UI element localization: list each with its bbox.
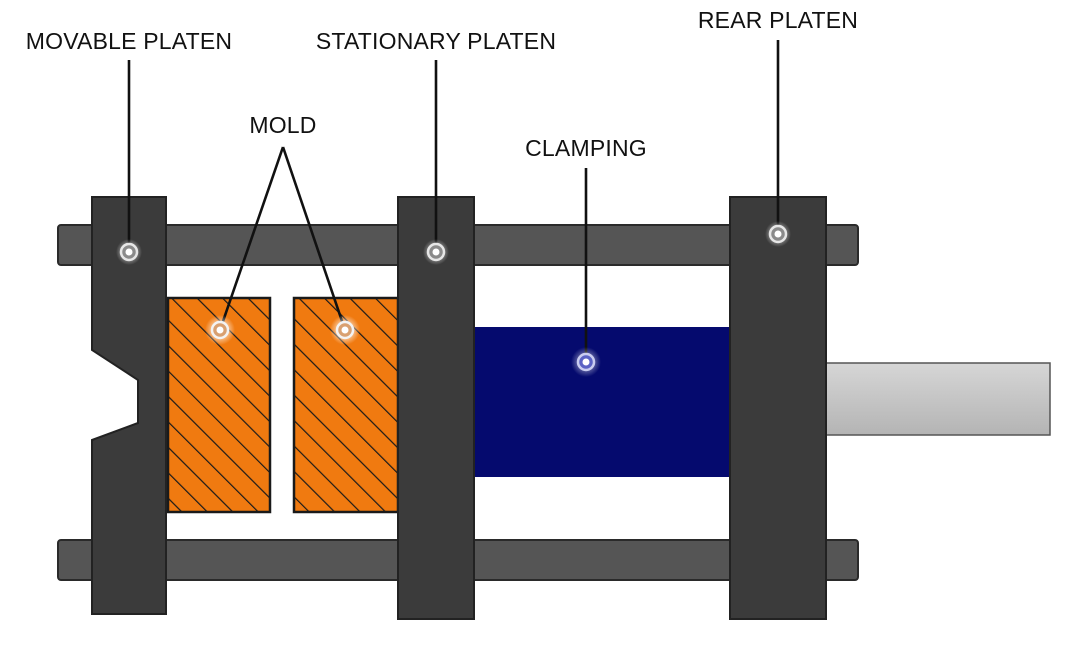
marker-stationary-platen	[423, 239, 449, 265]
leader-lines	[127, 40, 780, 362]
markers	[116, 221, 791, 377]
leader-mold-right	[281, 146, 347, 331]
marker-mold-left	[205, 315, 235, 345]
clamping-unit	[474, 327, 732, 477]
stationary-platen	[397, 196, 475, 620]
marker-rear-platen	[765, 221, 791, 247]
movable-platen	[91, 196, 167, 615]
label-rear-platen: REAR PLATEN	[698, 7, 858, 33]
marker-mold-right	[330, 315, 360, 345]
label-mold: MOLD	[249, 112, 316, 138]
piston-rod	[821, 362, 1051, 436]
marker-clamping	[571, 347, 601, 377]
rear-platen	[729, 196, 827, 620]
label-movable-platen: MOVABLE PLATEN	[26, 28, 232, 54]
label-stationary-platen: STATIONARY PLATEN	[316, 28, 556, 54]
marker-movable-platen	[116, 239, 142, 265]
leader-mold-left	[218, 146, 285, 331]
label-clamping: CLAMPING	[525, 135, 647, 161]
